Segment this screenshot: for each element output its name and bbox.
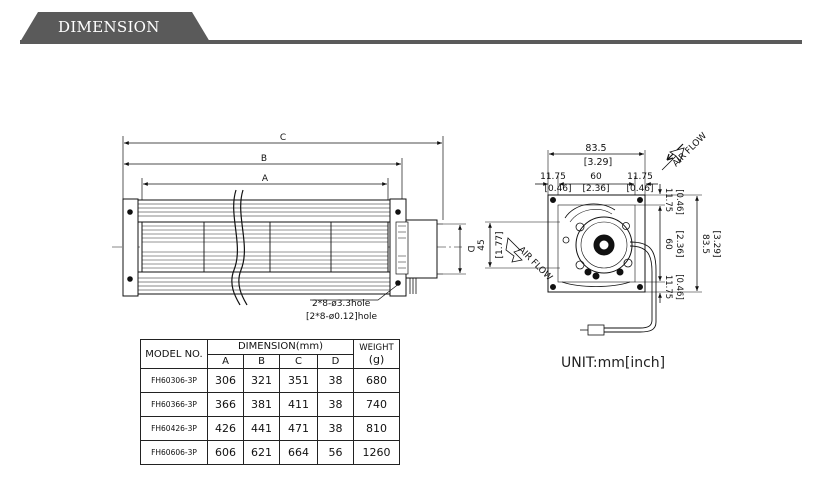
- side-top-mid-label: 60: [590, 172, 602, 182]
- side-right-mid-label: 60: [663, 238, 673, 250]
- side-right-top-label: 11.75: [663, 188, 673, 212]
- dim-a-cell: 366: [207, 392, 244, 417]
- model-cell: FH60426-3P: [140, 416, 208, 441]
- side-right-overall-inch: [3.29]: [711, 230, 721, 257]
- impeller-body: [141, 221, 389, 273]
- side-view: [485, 143, 702, 336]
- side-top-right-label: 11.75: [627, 172, 653, 182]
- dim-d-cell: 38: [317, 416, 354, 441]
- front-view: [112, 136, 466, 306]
- col-b-header: B: [243, 353, 280, 369]
- motor-housing: [405, 219, 438, 279]
- side-top-left-label: 11.75: [540, 172, 566, 182]
- col-c-header: C: [279, 353, 318, 369]
- side-right-top-inch: [0.46]: [674, 189, 684, 215]
- header-rule: [20, 40, 802, 44]
- weight-cell: 740: [353, 392, 400, 417]
- dim-b-cell: 321: [243, 368, 280, 393]
- left-end-plate: [122, 198, 139, 297]
- model-cell: FH60366-3P: [140, 392, 208, 417]
- dim-b-cell: 441: [243, 416, 280, 441]
- section-header: DIMENSION: [0, 0, 815, 50]
- side-top-mid-inch: [2.36]: [582, 184, 609, 194]
- dim-b-cell: 381: [243, 392, 280, 417]
- dimension-c-label: C: [280, 133, 286, 143]
- col-model-header: MODEL NO.: [140, 339, 208, 369]
- air-flow-in-arrow: [505, 237, 523, 263]
- dim-d-cell: 38: [317, 368, 354, 393]
- hole-note-inch: [2*8-ø0.12]hole: [306, 312, 377, 322]
- weight-cell: 680: [353, 368, 400, 393]
- dim-d-cell: 38: [317, 392, 354, 417]
- side-top-right-inch: [0.46]: [626, 184, 653, 194]
- side-right-mid-inch: [2.36]: [674, 230, 684, 257]
- side-top-overall-label: 83.5: [585, 143, 606, 154]
- weight-cell: 810: [353, 416, 400, 441]
- side-motor: [575, 216, 633, 274]
- dim-a-cell: 306: [207, 368, 244, 393]
- col-weight-label: WEIGHT: [359, 342, 394, 353]
- table-row: FH60366-3P 366 381 411 38 740: [140, 392, 400, 417]
- dimension-d-label: D: [465, 246, 475, 253]
- dimension-table: MODEL NO. DIMENSION(mm) WEIGHT (g) A B C…: [140, 339, 400, 465]
- dim-a-cell: 426: [207, 416, 244, 441]
- model-cell: FH60306-3P: [140, 368, 208, 393]
- dim-c-cell: 351: [279, 368, 318, 393]
- side-right-bottom-label: 11.75: [663, 275, 673, 299]
- side-top-overall-inch: [3.29]: [584, 157, 613, 168]
- dim-c-cell: 471: [279, 416, 318, 441]
- side-left-height-inch: [1.77]: [495, 231, 505, 258]
- dimension-a-label: A: [262, 174, 269, 184]
- model-cell: FH60606-3P: [140, 440, 208, 465]
- unit-label: UNIT:mm[inch]: [561, 355, 666, 371]
- dim-b-cell: 621: [243, 440, 280, 465]
- col-weight-header: WEIGHT (g): [353, 339, 400, 369]
- dim-c-cell: 664: [279, 440, 318, 465]
- col-a-header: A: [207, 353, 244, 369]
- side-right-overall-label: 83.5: [700, 234, 710, 254]
- col-weight-unit: (g): [368, 352, 385, 366]
- side-left-height-label: 45: [477, 239, 487, 250]
- col-dimension-header: DIMENSION(mm): [207, 339, 354, 355]
- table-row: FH60606-3P 606 621 664 56 1260: [140, 440, 400, 465]
- dimension-b-label: B: [261, 154, 267, 164]
- header-tab-shape: [20, 12, 210, 42]
- table-row: FH60306-3P 306 321 351 38 680: [140, 368, 400, 393]
- dim-a-cell: 606: [207, 440, 244, 465]
- side-right-bottom-inch: [0.46]: [674, 274, 684, 300]
- section-title: DIMENSION: [58, 18, 160, 36]
- dim-d-cell: 56: [317, 440, 354, 465]
- side-top-left-inch: [0.46]: [544, 184, 571, 194]
- col-d-header: D: [317, 353, 354, 369]
- hole-note-mm: 2*8-ø3.3hole: [312, 299, 371, 309]
- dim-c-cell: 411: [279, 392, 318, 417]
- weight-cell: 1260: [353, 440, 400, 465]
- table-row: FH60426-3P 426 441 471 38 810: [140, 416, 400, 441]
